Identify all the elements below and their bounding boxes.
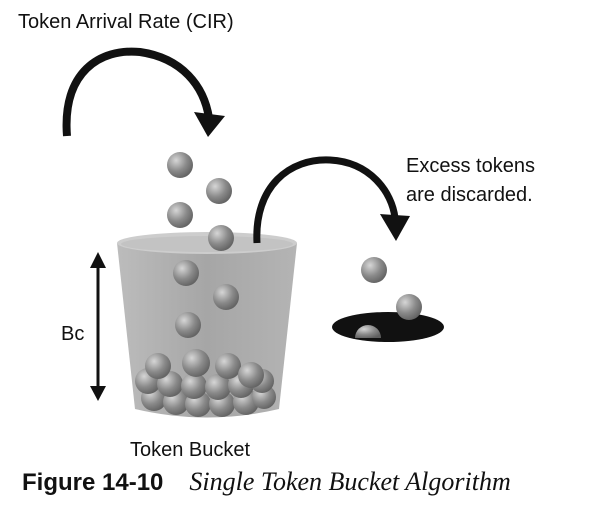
- discard-hole: [332, 312, 444, 342]
- token-icon: [238, 362, 264, 388]
- token-icon: [167, 202, 193, 228]
- falling-tokens: [167, 152, 232, 228]
- token-icon: [396, 294, 422, 320]
- token-icon: [208, 225, 234, 251]
- caption-title: Single Token Bucket Algorithm: [189, 467, 511, 496]
- token-icon: [182, 349, 210, 377]
- token-icon: [361, 257, 387, 283]
- token-icon: [355, 325, 381, 338]
- arrival-rate-label: Token Arrival Rate (CIR): [18, 11, 234, 33]
- figure-caption: Figure 14-10 Single Token Bucket Algorith…: [22, 467, 511, 497]
- discard-arrow-icon: [253, 156, 410, 244]
- arrival-arrow-icon: [62, 47, 225, 137]
- token-icon: [173, 260, 199, 286]
- bucket-label: Token Bucket: [130, 439, 251, 461]
- excess-label-line1: Excess tokens: [406, 155, 535, 177]
- bc-label: Bc: [61, 323, 84, 345]
- token-icon: [205, 374, 231, 400]
- caption-number: Figure 14-10: [22, 469, 164, 496]
- token-icon: [175, 312, 201, 338]
- token-icon: [145, 353, 171, 379]
- token-icon: [213, 284, 239, 310]
- excess-label-line2: are discarded.: [406, 184, 533, 206]
- bc-double-arrow-icon: [90, 252, 106, 401]
- discarded-tokens: [355, 257, 422, 338]
- token-icon: [215, 353, 241, 379]
- token-icon: [181, 373, 207, 399]
- token-icon: [206, 178, 232, 204]
- bucket-tokens: [135, 260, 276, 417]
- token-icon: [167, 152, 193, 178]
